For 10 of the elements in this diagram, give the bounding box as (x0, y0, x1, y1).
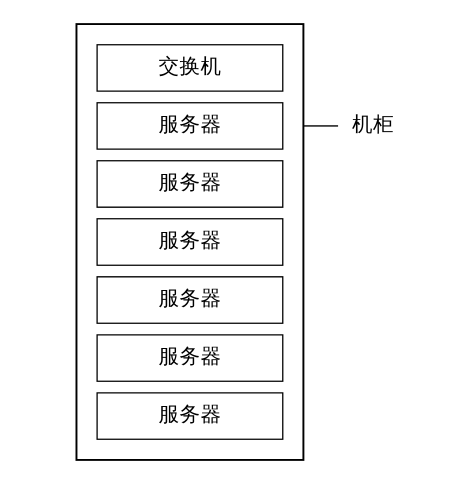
node-box: 服务器 (96, 160, 284, 208)
node-box: 服务器 (96, 276, 284, 324)
cluster (76, 23, 304, 461)
node-text: 机柜 (352, 112, 394, 136)
node-box: 服务器 (96, 218, 284, 266)
node-box: 服务器 (96, 392, 284, 440)
node-box: 服务器 (96, 102, 284, 150)
node-box: 服务器 (96, 334, 284, 382)
connector (303, 125, 338, 127)
node-box: 交换机 (96, 44, 284, 92)
